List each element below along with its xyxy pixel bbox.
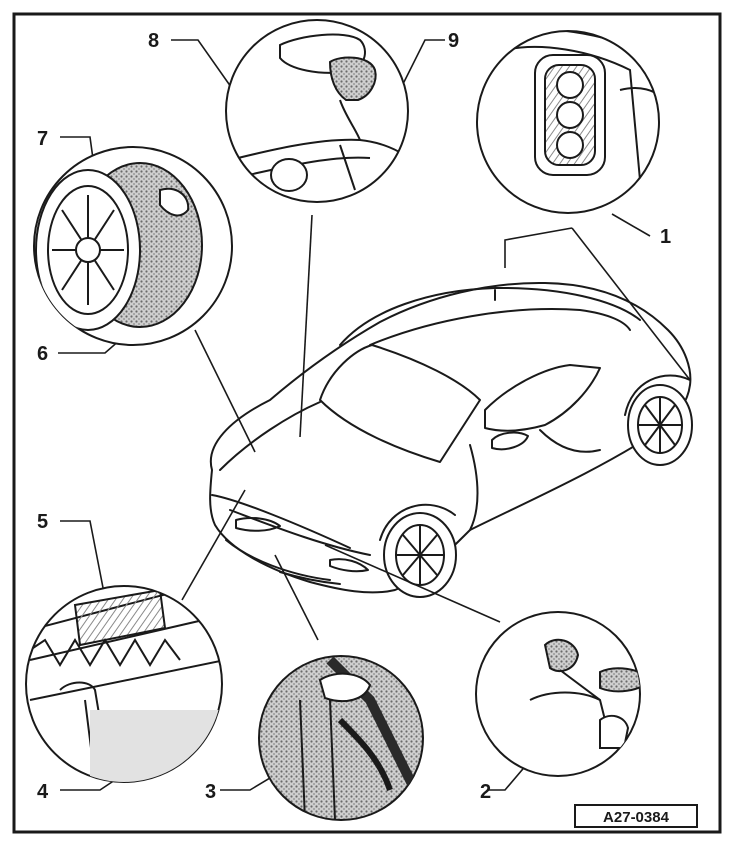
callout-label-6: 6 [37, 343, 48, 365]
reference-code: A27-0384 [603, 809, 670, 826]
detail-circle-3 [258, 655, 424, 821]
reference-code-box: A27-0384 [574, 804, 698, 828]
callout-label-9: 9 [448, 30, 459, 52]
callout-label-2: 2 [480, 781, 491, 803]
callout-label-5: 5 [37, 511, 48, 533]
callout-label-3: 3 [205, 781, 216, 803]
detail-circle-2 [475, 611, 641, 777]
detail-circle-1 [476, 30, 660, 214]
callout-label-7: 7 [37, 128, 48, 150]
callout-label-8: 8 [148, 30, 159, 52]
detail-circle-9 [225, 19, 409, 203]
callout-label-4: 4 [37, 781, 49, 803]
detail-circle-7 [33, 146, 233, 346]
callout-labels: 8 9 1 7 6 5 4 3 2 [37, 30, 671, 803]
detail-circle-4 [25, 585, 223, 783]
car-illustration [209, 281, 693, 598]
callout-label-1: 1 [660, 226, 671, 248]
frame-border [12, 12, 722, 834]
